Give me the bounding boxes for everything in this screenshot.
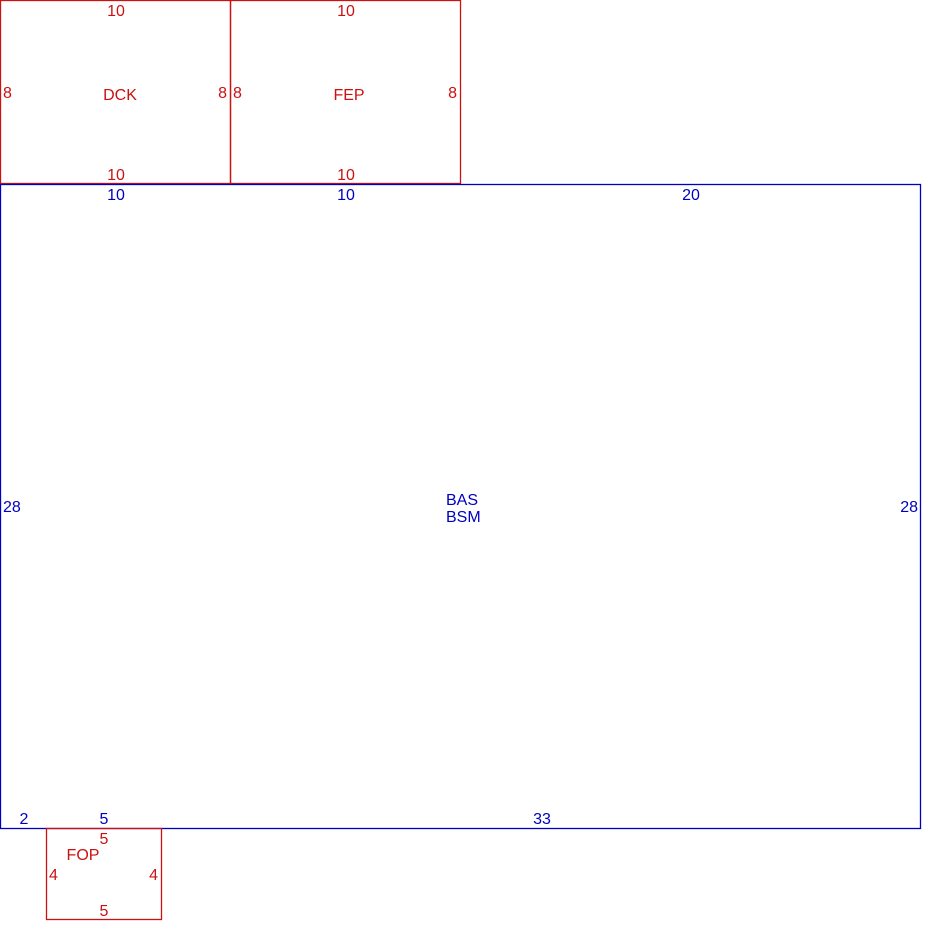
area-fop: 5 5 4 4 FOP: [45, 827, 163, 921]
dck-dim-top: 10: [107, 3, 125, 20]
fep-dim-bottom: 10: [337, 167, 355, 184]
dck-label: DCK: [103, 87, 137, 104]
fep-dim-left: 8: [233, 85, 242, 102]
fep-label: FEP: [333, 87, 364, 104]
main-dim-bottom-a: 2: [20, 811, 29, 828]
main-dim-left: 28: [3, 499, 21, 516]
fop-dim-left: 4: [49, 867, 58, 884]
dck-dim-bottom: 10: [107, 167, 125, 184]
main-dim-right: 28: [900, 499, 918, 516]
fop-dim-right: 4: [149, 867, 158, 884]
fop-label: FOP: [67, 847, 100, 864]
fop-outline: [45, 827, 163, 921]
area-fep: 10 10 8 8 FEP: [229, 0, 462, 185]
fop-dim-top: 5: [100, 831, 109, 848]
main-dim-bottom-b: 5: [100, 811, 109, 828]
main-outline: [0, 183, 922, 830]
main-dim-top-mid: 10: [337, 187, 355, 204]
dck-dim-left: 8: [3, 85, 12, 102]
main-dim-top-right: 20: [682, 187, 700, 204]
main-label-bsm: BSM: [446, 509, 481, 526]
area-dck: 10 10 8 8 DCK: [0, 0, 232, 185]
fep-dim-top: 10: [337, 3, 355, 20]
area-main: 10 10 20 28 28 2 5 33 BAS BSM: [0, 183, 922, 830]
dck-dim-right: 8: [218, 85, 227, 102]
main-dim-bottom-c: 33: [533, 811, 551, 828]
main-label-bas: BAS: [446, 492, 478, 509]
fep-outline: [229, 0, 462, 185]
fop-dim-bottom: 5: [100, 903, 109, 920]
main-dim-top-left: 10: [107, 187, 125, 204]
fep-dim-right: 8: [448, 85, 457, 102]
